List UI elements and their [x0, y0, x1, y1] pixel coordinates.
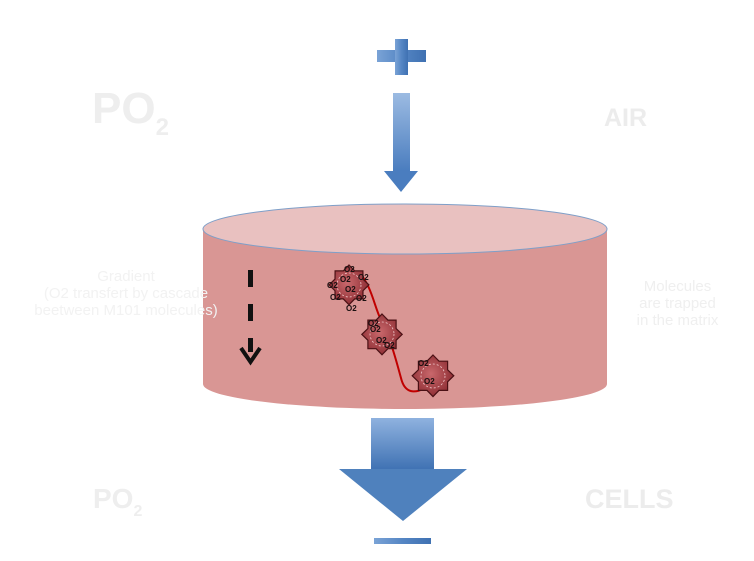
molecule-label: O2 [346, 304, 357, 313]
molecule-label: O2 [358, 273, 369, 282]
molecules-line: are trapped [639, 295, 716, 312]
top-down-arrow-icon [384, 93, 418, 192]
po2-bottom-label: PO2 [93, 483, 143, 520]
molecule-label: O2 [344, 265, 355, 274]
molecule-label: O2 [424, 377, 435, 386]
air-label: AIR [604, 104, 648, 132]
molecule-2: O2 O2 O2 O2 [360, 313, 404, 356]
gradient-line: Gradient [97, 268, 155, 285]
gradient-label: Gradient (O2 transfert by cascade beetwe… [12, 268, 240, 319]
gradient-line: beetween M101 molecules) [34, 302, 218, 319]
molecules-line: in the matrix [636, 312, 719, 329]
molecule-label: O2 [356, 294, 367, 303]
molecules-line: Molecules [643, 278, 712, 295]
molecule-label: O2 [327, 281, 338, 290]
molecules-label: Molecules are trapped in the matrix [620, 278, 735, 329]
molecule-1: O2 O2 O2 O2 O2 O2 O2 O2 [327, 264, 370, 313]
molecule-label: O2 [370, 325, 381, 334]
molecule-label: O2 [330, 293, 341, 302]
cells-label: CELLS [585, 484, 674, 514]
molecule-label: O2 [340, 275, 351, 284]
molecule-3: O2 O2 [411, 354, 455, 398]
molecule-label: O2 [376, 336, 387, 345]
dashed-down-arrow-icon [239, 270, 262, 366]
molecule-label: O2 [418, 359, 429, 368]
cascade-path [357, 270, 436, 393]
po2-top-label: PO2 [92, 84, 169, 141]
matrix-cylinder [202, 203, 608, 409]
plus-icon [377, 39, 426, 75]
gradient-line: (O2 transfert by cascade [43, 285, 209, 302]
molecule-label: O2 [384, 341, 395, 350]
molecule-label: O2 [345, 285, 356, 294]
minus-icon [374, 538, 431, 544]
bottom-down-arrow-icon [339, 418, 467, 521]
molecule-label: O2 [368, 319, 379, 328]
